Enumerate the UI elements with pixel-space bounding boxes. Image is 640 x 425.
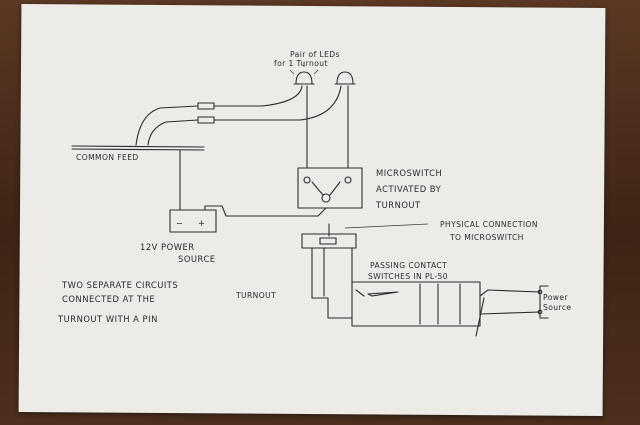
power-source-label-2: Source bbox=[543, 303, 571, 312]
microswitch-label-1: MICROSWITCH bbox=[376, 168, 442, 178]
turnout-slot bbox=[319, 237, 337, 245]
power-source-terminal-1 bbox=[537, 289, 543, 295]
note-line-2: CONNECTED AT THE bbox=[62, 294, 155, 304]
pl50-tail bbox=[475, 297, 485, 337]
led-right bbox=[334, 71, 356, 85]
power-source-bracket bbox=[539, 285, 549, 319]
microswitch-contact-right bbox=[344, 176, 352, 184]
resistor-1-lead bbox=[135, 105, 199, 146]
turnout-top-bar bbox=[301, 233, 357, 249]
physical-connection-pointer bbox=[344, 223, 429, 229]
microswitch-label-2: ACTIVATED BY bbox=[376, 184, 442, 194]
power-12v-label-1: 12V POWER bbox=[140, 242, 195, 252]
resistor-2-lead bbox=[147, 119, 199, 146]
common-feed-bar bbox=[71, 145, 205, 148]
battery-plus-label: + bbox=[198, 218, 206, 228]
passing-contact-label-2: SWITCHES IN PL-50 bbox=[368, 272, 448, 281]
battery-minus-label: − bbox=[176, 218, 184, 228]
passing-contact-pivot bbox=[355, 289, 365, 297]
microswitch-box bbox=[297, 167, 363, 209]
leds-label-line1: Pair of LEDs bbox=[290, 50, 340, 59]
passing-contact-blade bbox=[367, 291, 399, 297]
physical-connection-label-1: PHYSICAL CONNECTION bbox=[440, 220, 538, 229]
turnout-label: TURNOUT bbox=[235, 291, 276, 300]
turnout-legs bbox=[311, 247, 353, 299]
battery-12v bbox=[169, 209, 217, 233]
microswitch-pivot bbox=[321, 193, 331, 203]
common-feed-bar-2 bbox=[71, 148, 205, 151]
battery-to-switch bbox=[317, 207, 327, 217]
resistor-1 bbox=[197, 102, 215, 110]
leds-label-line2: for 1 Turnout bbox=[274, 59, 328, 68]
led-left-lead bbox=[213, 85, 303, 107]
power-source-terminal-2 bbox=[537, 309, 543, 315]
physical-connection-label-2: TO MICROSWITCH bbox=[449, 233, 524, 242]
battery-plus-wire bbox=[204, 205, 319, 217]
microswitch-contact-left bbox=[303, 176, 311, 184]
pl50-output-wires bbox=[479, 289, 541, 315]
note-line-1: TWO SEPARATE CIRCUITS bbox=[61, 280, 178, 290]
led-right-lead bbox=[213, 85, 342, 121]
resistor-2 bbox=[197, 116, 215, 124]
pl50-box bbox=[351, 281, 481, 327]
power-source-label-1: Power bbox=[543, 293, 568, 302]
turnout-lead-left bbox=[311, 297, 353, 319]
passing-contact-label-1: PASSING CONTACT bbox=[370, 261, 447, 270]
microswitch-arms bbox=[311, 181, 341, 196]
common-feed-label: COMMON FEED bbox=[76, 153, 139, 162]
note-line-3: TURNOUT WITH A PIN bbox=[57, 314, 158, 324]
power-12v-label-2: SOURCE bbox=[178, 254, 216, 264]
led-left bbox=[289, 62, 319, 85]
microswitch-label-3: TURNOUT bbox=[375, 200, 421, 210]
